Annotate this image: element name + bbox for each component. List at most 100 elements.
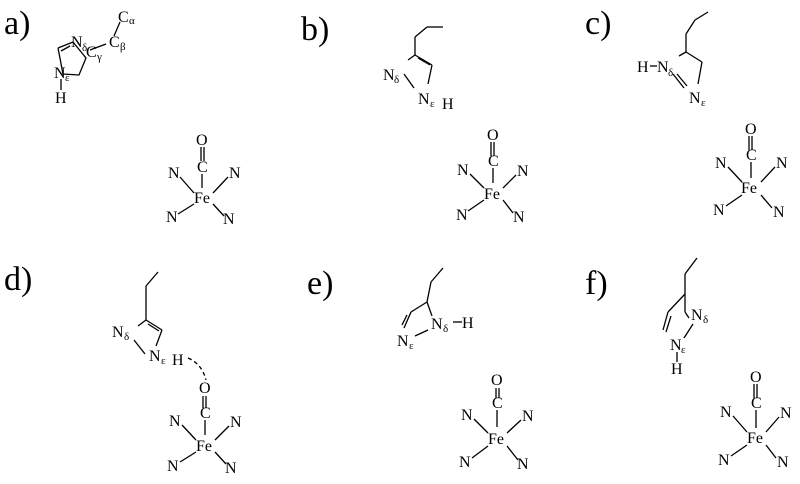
atom-n-epsilon-b: N [418,91,430,108]
fe-n-bond-b-3 [467,199,485,212]
bond-cg-cb-a [89,43,107,51]
panel-label-e: e) [307,265,333,302]
panel-d: d) N δ N ε H O C Fe [4,261,242,477]
atom-o-d: O [199,380,211,397]
atom-h-a: H [55,90,67,107]
panel-label-b: b) [301,11,329,48]
atom-h-d: H [172,352,184,369]
ring-bond-f-5 [683,323,694,339]
sub-epsilon-b: ε [430,98,435,110]
sub-alpha-a: α [129,15,135,27]
fe-n-bond-f-3 [730,444,748,457]
panel-label-c: c) [585,5,611,42]
atom-c-co-b: C [488,153,499,170]
imidazole-ring-a [57,41,87,76]
atom-o-e: O [491,372,503,389]
atom-n-eq-d-4: N [225,460,237,477]
ethyl-bond-c-1 [685,19,696,35]
atom-n-eq-a-3: N [166,209,178,226]
atom-n-eq-d-1: N [169,413,181,430]
atom-n-eq-f-4: N [777,454,789,471]
fe-n-bond-d-3 [179,451,197,463]
atom-c-co-d: C [200,405,211,422]
sub-beta-a: β [120,41,126,53]
sub-epsilon-d: ε [161,355,166,367]
atom-c-co-e: C [492,395,503,412]
fe-n-bond-b-2 [502,174,517,189]
sub-delta-f: δ [703,314,708,326]
fe-complex-c: O C Fe N N N N [713,121,788,221]
ring-bond-b-2 [414,54,433,66]
atom-n-delta-b: N [383,67,395,84]
fe-n-bond-c-2 [760,166,776,183]
histidine-e: N δ H N ε [397,267,474,352]
ring-bond-b-3 [427,64,433,85]
atom-n-eq-f-2: N [780,405,792,422]
ring-bond-e-2 [403,311,412,329]
atom-o-a: O [196,132,208,149]
atom-n-eq-c-3: N [713,202,725,219]
atom-n-epsilon-d: N [149,348,161,365]
ethyl-bond-e-2 [430,267,444,283]
hydrogen-bond-d [187,357,207,381]
panel-label-f: f) [585,265,608,302]
fe-complex-f: O C Fe N N N N [718,369,792,471]
atom-n-eq-d-2: N [230,414,242,431]
ring-bond-c-2 [685,51,703,63]
atom-n-eq-a-4: N [223,211,235,228]
atom-n-eq-f-3: N [718,452,730,469]
atom-n-eq-b-3: N [456,207,468,224]
fe-n-bond-d-2 [214,425,230,441]
atom-n-delta-c: N [657,59,669,76]
atom-h-c: H [637,59,649,76]
ring-bond-c-3 [697,61,703,85]
atom-n-delta-e: N [431,316,443,333]
fe-n-bond-c-1 [727,166,743,183]
fe-n-bond-a-4 [212,203,225,217]
atom-n-eq-e-3: N [459,454,471,471]
panel-a: a) N δ C γ C β C α N ε H [4,5,241,228]
ring-bond-e-4 [414,329,429,337]
sub-gamma-a: γ [96,51,102,63]
ring-bond-d-2 [145,319,163,331]
fe-n-bond-d-4 [214,451,227,465]
panel-label-d: d) [4,261,32,298]
ring-double-bond-b [417,57,431,66]
bond-cb-ca-a [113,21,121,37]
ring-double-bond-a [60,45,71,52]
fe-n-bond-c-4 [760,194,773,209]
atom-n-delta-f: N [691,307,703,324]
ring-double-bond-d [147,323,160,332]
ring-bond-d-5 [137,319,147,327]
ring-bond-d-3 [155,329,163,347]
ethyl-bond-f-2 [684,257,698,275]
atom-c-co-c: C [746,147,757,164]
histidine-c: H N δ N ε [637,11,709,109]
fe-complex-b: O C Fe N N N N [456,127,529,226]
atom-n-eq-c-4: N [773,204,785,221]
atom-h-e: H [462,315,474,332]
atom-n-eq-b-4: N [513,209,525,226]
atom-n-eq-e-1: N [461,407,473,424]
atom-n-eq-e-4: N [517,456,529,473]
ring-double-bond-e [401,314,408,326]
ethyl-bond-e-1 [426,281,432,303]
panel-label-a: a) [4,5,30,42]
ring-double-bond-f [662,311,669,331]
atom-n-eq-a-1: N [168,165,180,182]
atom-n-eq-f-1: N [720,404,732,421]
sub-epsilon-a: ε [65,72,70,84]
fe-n-bond-a-2 [212,176,229,194]
atom-fe-d: Fe [196,438,212,455]
ring-bond-c-5 [672,73,685,89]
fe-complex-a: O C Fe N N N N [166,132,241,228]
atom-o-f: O [750,369,762,386]
histidine-b: N δ N ε H [383,26,454,113]
sub-delta-c: δ [668,67,673,79]
sub-delta-d: δ [124,331,129,343]
fe-n-bond-c-3 [725,194,743,207]
atom-c-beta-a: C [109,34,120,51]
histidine-f: N δ N ε H [662,257,708,378]
ring-bond-f-3 [665,315,672,333]
sub-epsilon-c: ε [701,97,706,109]
